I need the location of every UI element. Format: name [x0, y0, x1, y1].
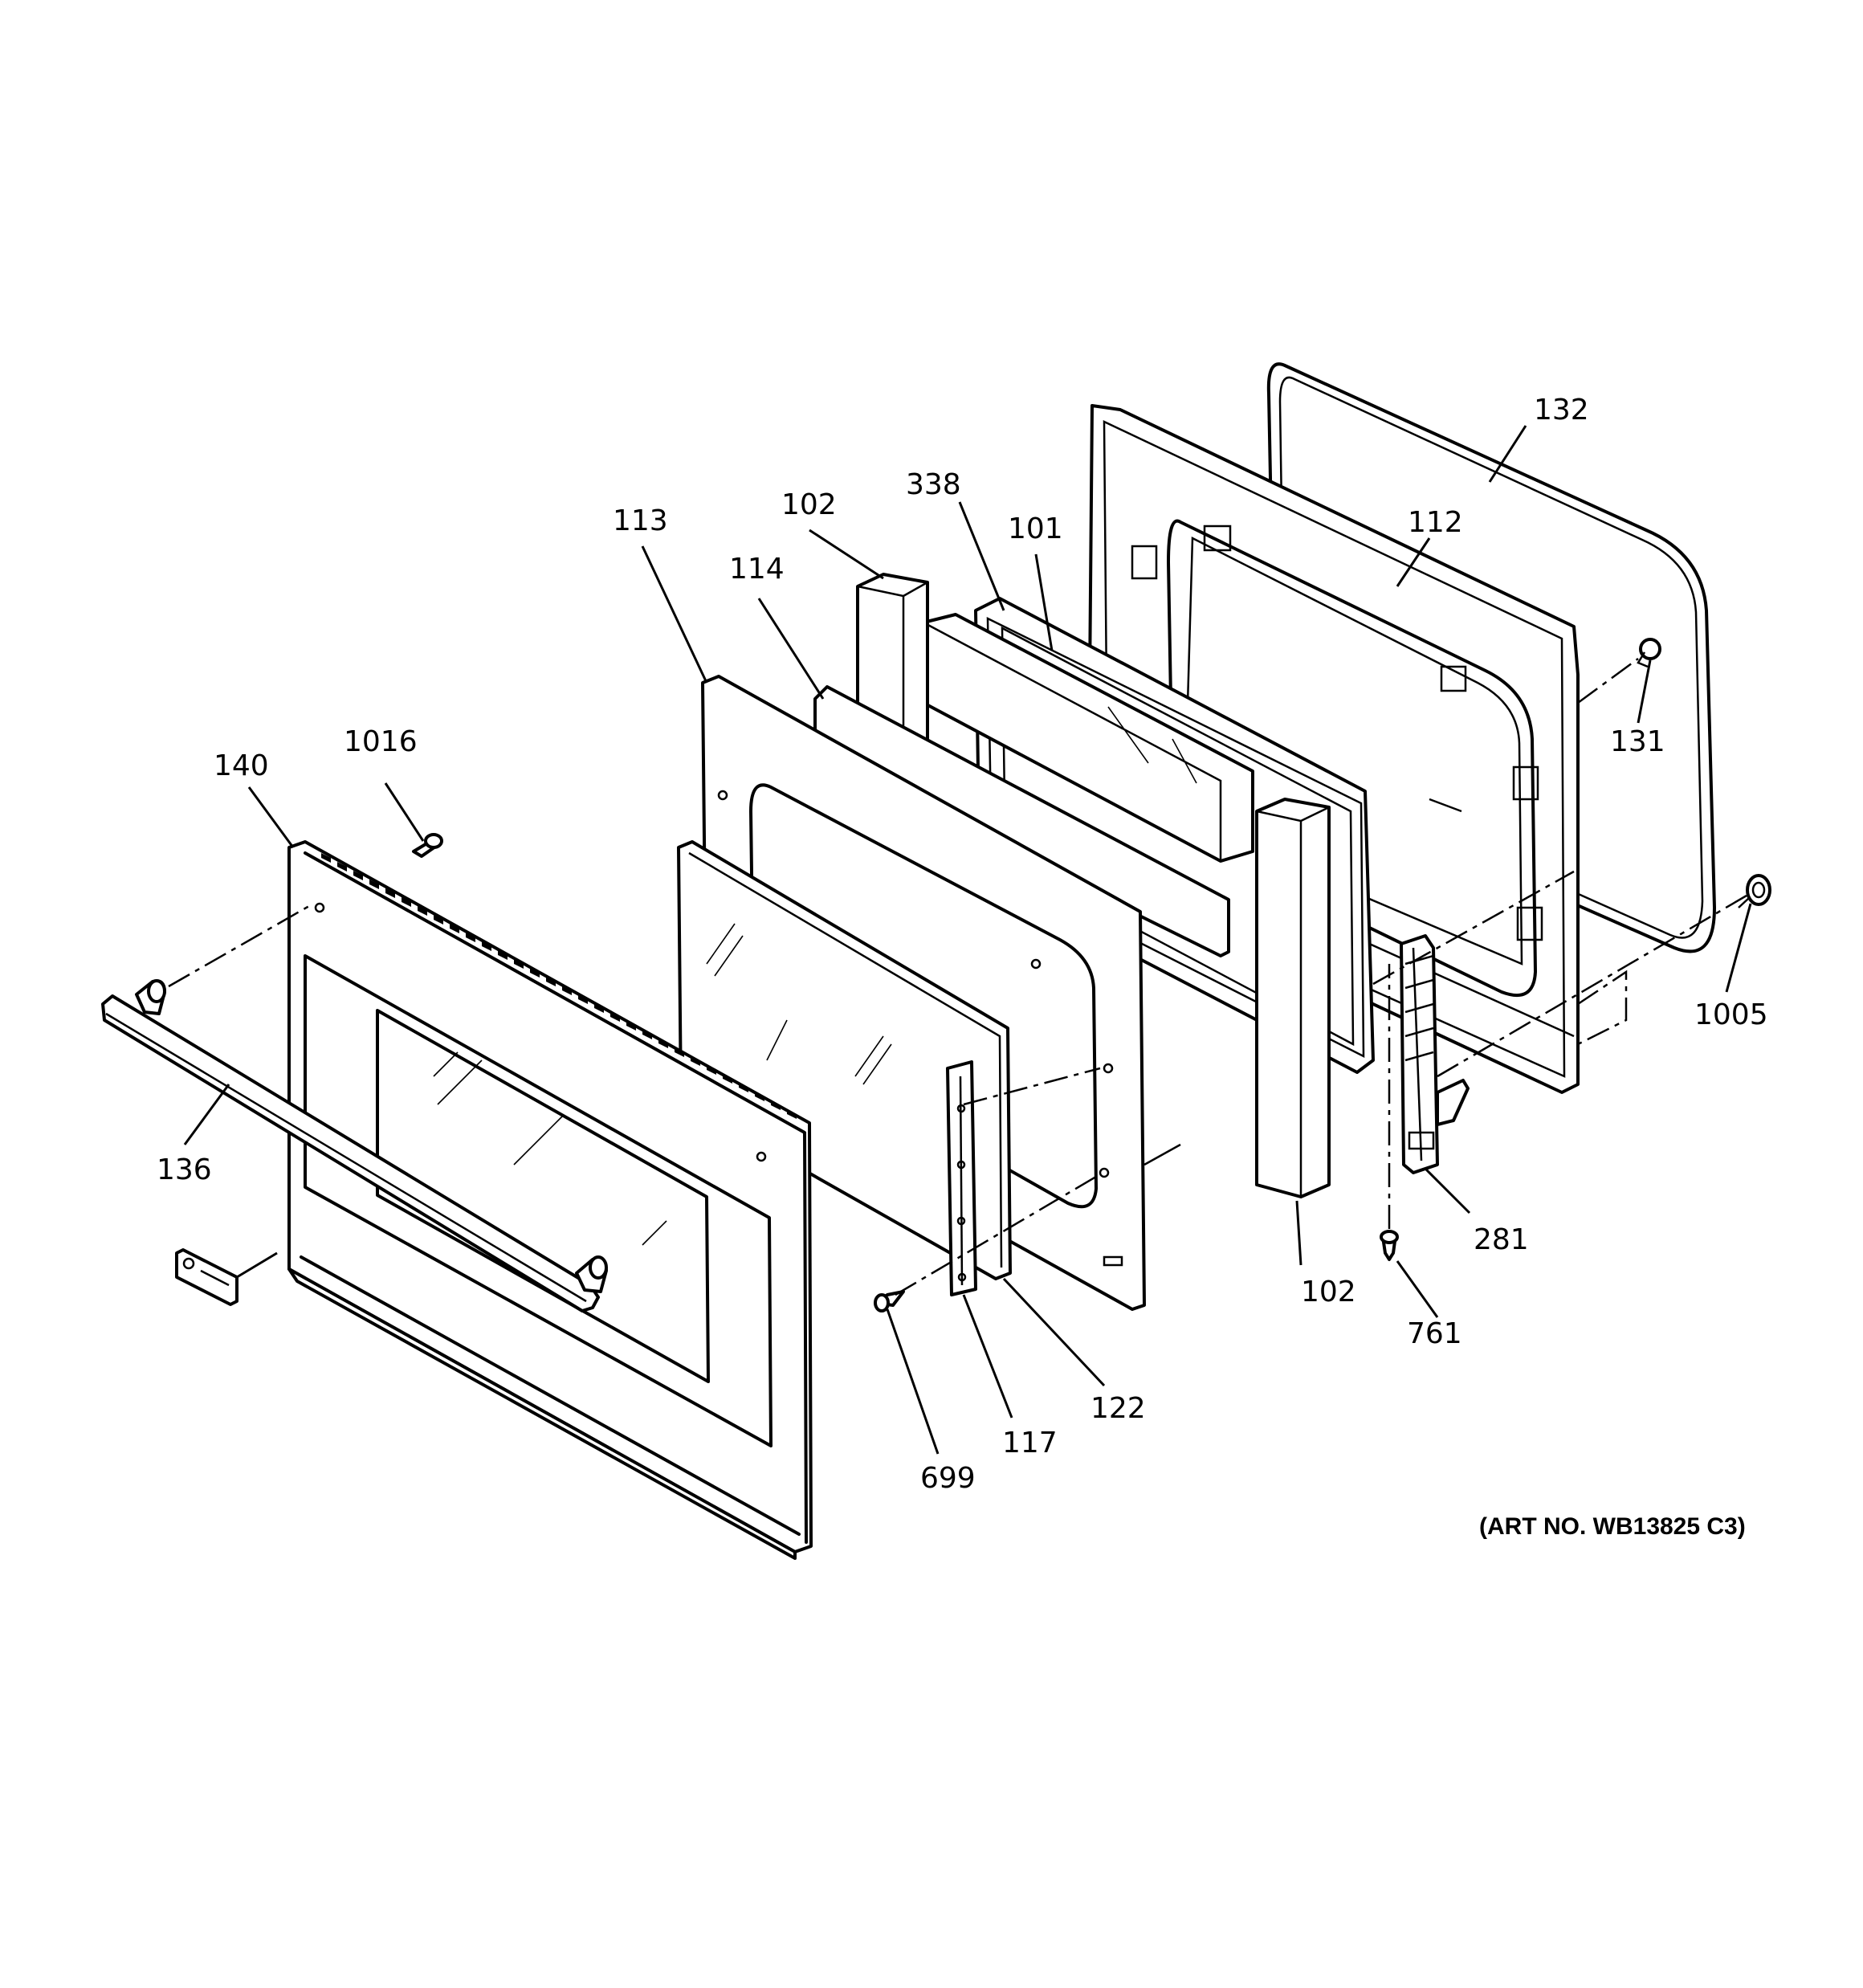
nameplate-badge — [175, 1248, 238, 1306]
callout-112: 112 — [1408, 506, 1463, 539]
callout-281: 281 — [1474, 1223, 1529, 1256]
screw-1005 — [1738, 874, 1771, 908]
callout-136: 136 — [157, 1153, 212, 1186]
callout-131: 131 — [1610, 725, 1665, 758]
callout-113: 113 — [613, 504, 668, 537]
callout-114: 114 — [729, 553, 785, 586]
vent-slots — [321, 853, 797, 1119]
leader-lines — [183, 425, 1752, 1455]
hinge-strip-117 — [946, 1060, 977, 1296]
callout-338: 338 — [906, 468, 961, 501]
callout-699: 699 — [920, 1462, 976, 1495]
screw-761 — [1380, 1230, 1399, 1261]
callout-140: 140 — [214, 749, 269, 782]
door-handle-136 — [101, 979, 608, 1312]
callout-122: 122 — [1090, 1392, 1146, 1425]
callout-102-top: 102 — [781, 488, 837, 521]
screw-1016 — [412, 833, 443, 858]
outer-door-140 — [287, 840, 813, 1560]
callout-101: 101 — [1008, 512, 1063, 545]
callout-117: 117 — [1002, 1427, 1058, 1459]
door-gasket-132 — [1266, 362, 1716, 953]
callout-1005: 1005 — [1694, 998, 1768, 1031]
callout-132: 132 — [1534, 394, 1589, 427]
art-number: (ART NO. WB13825 C3) — [1479, 1513, 1746, 1540]
callout-102-bottom: 102 — [1301, 1276, 1356, 1308]
stud-131 — [1637, 638, 1661, 668]
insulation-block-102-front — [1255, 798, 1331, 1198]
screw-699 — [874, 1290, 905, 1312]
callout-1016: 1016 — [344, 725, 418, 758]
callout-labels: 132 112 338 101 113 102 114 131 1016 140… — [157, 394, 1768, 1540]
hinge-281 — [1400, 934, 1470, 1174]
callout-761: 761 — [1407, 1317, 1462, 1350]
assembly-lines — [168, 657, 1747, 1296]
